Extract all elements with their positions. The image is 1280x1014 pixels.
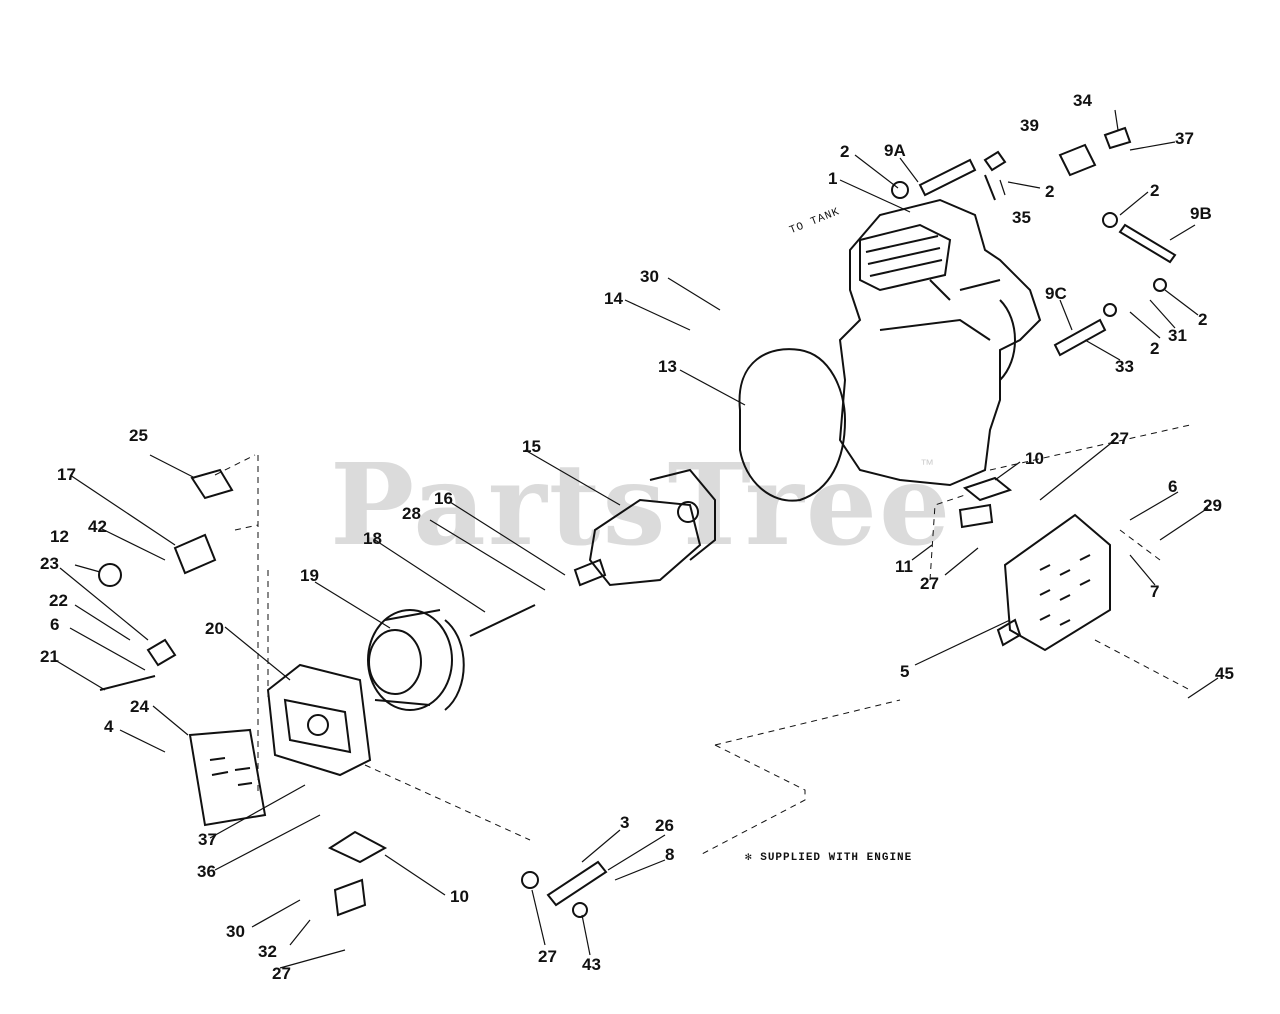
callout-30: 30	[640, 267, 659, 286]
callout-45: 45	[1215, 664, 1234, 683]
callout-8: 8	[665, 845, 675, 864]
callout-2: 2	[840, 142, 850, 161]
callout-36: 36	[197, 862, 216, 881]
alignment-lines	[214, 424, 1191, 856]
callout-33: 33	[1115, 357, 1134, 376]
bolt-18-drawing	[469, 604, 536, 637]
fuel-lines-drawing	[891, 126, 1177, 357]
bracket-10-drawing	[958, 476, 1013, 529]
callout-12: 12	[50, 527, 69, 546]
callout-10: 10	[1025, 449, 1044, 468]
callout-19: 19	[300, 566, 319, 585]
callout-27: 27	[538, 947, 557, 966]
end-bell-drawing	[266, 663, 372, 777]
callout-2: 2	[1045, 182, 1055, 201]
callout-37: 37	[198, 830, 217, 849]
callout-3: 3	[620, 813, 630, 832]
callout-43: 43	[582, 955, 601, 974]
callout-27: 27	[1110, 429, 1129, 448]
callout-6: 6	[1168, 477, 1178, 496]
washer-43-drawing	[572, 902, 588, 918]
bracket-17-drawing	[173, 533, 217, 575]
callout-9a: 9A	[884, 141, 906, 160]
callout-35: 35	[1012, 208, 1031, 227]
callout-11: 11	[895, 557, 913, 576]
plate-25-drawing	[190, 468, 234, 500]
callout-34: 34	[1073, 91, 1092, 110]
callout-18: 18	[363, 529, 382, 548]
washer-27-drawing	[521, 871, 539, 889]
callout-6: 6	[50, 615, 60, 634]
leader-lines	[54, 109, 1219, 969]
callout-20: 20	[205, 619, 224, 638]
callout-30: 30	[226, 922, 245, 941]
link-3-drawing	[546, 860, 608, 907]
callout-32: 32	[258, 942, 277, 961]
end-cover-drawing	[188, 728, 267, 827]
rotor-drawing	[367, 609, 465, 711]
callout-24: 24	[130, 697, 149, 716]
part-12-drawing	[98, 563, 122, 587]
callout-2: 2	[1150, 181, 1160, 200]
callout-9b: 9B	[1190, 204, 1212, 223]
callout-31: 31	[1168, 326, 1187, 345]
callout-21: 21	[40, 647, 59, 666]
callout-7: 7	[1150, 582, 1160, 601]
callout-39: 39	[1020, 116, 1039, 135]
callout-13: 13	[658, 357, 677, 376]
callout-5: 5	[900, 662, 910, 681]
engine-drawing	[838, 198, 1042, 487]
callout-2: 2	[1198, 310, 1208, 329]
starter-drawing	[573, 468, 716, 587]
callout-27: 27	[920, 574, 939, 593]
callout-16: 16	[434, 489, 453, 508]
clip-23-drawing	[146, 638, 177, 667]
callout-25: 25	[129, 426, 148, 445]
callout-37: 37	[1175, 129, 1194, 148]
callout-17: 17	[57, 465, 76, 484]
callout-29: 29	[1203, 496, 1222, 515]
callout-4: 4	[104, 717, 114, 736]
callout-14: 14	[604, 289, 623, 308]
callout-26: 26	[655, 816, 674, 835]
callout-9c: 9C	[1045, 284, 1067, 303]
bracket-lower-drawing	[327, 830, 388, 917]
blower-housing-drawing	[738, 348, 847, 502]
callout-23: 23	[40, 554, 59, 573]
callout-28: 28	[402, 504, 421, 523]
bolt-21-drawing	[99, 675, 156, 691]
callout-2: 2	[1150, 339, 1160, 358]
watermark-trademark: ™	[920, 456, 934, 472]
watermark: PartsTree	[330, 440, 953, 571]
callout-15: 15	[522, 437, 541, 456]
callout-42: 42	[88, 517, 107, 536]
callout-22: 22	[49, 591, 68, 610]
control-box-drawing	[996, 513, 1111, 652]
callout-27: 27	[272, 964, 291, 983]
callout-10: 10	[450, 887, 469, 906]
supplied-with-engine-note: ✻ SUPPLIED WITH ENGINE	[745, 852, 913, 864]
callout-1: 1	[828, 169, 838, 188]
